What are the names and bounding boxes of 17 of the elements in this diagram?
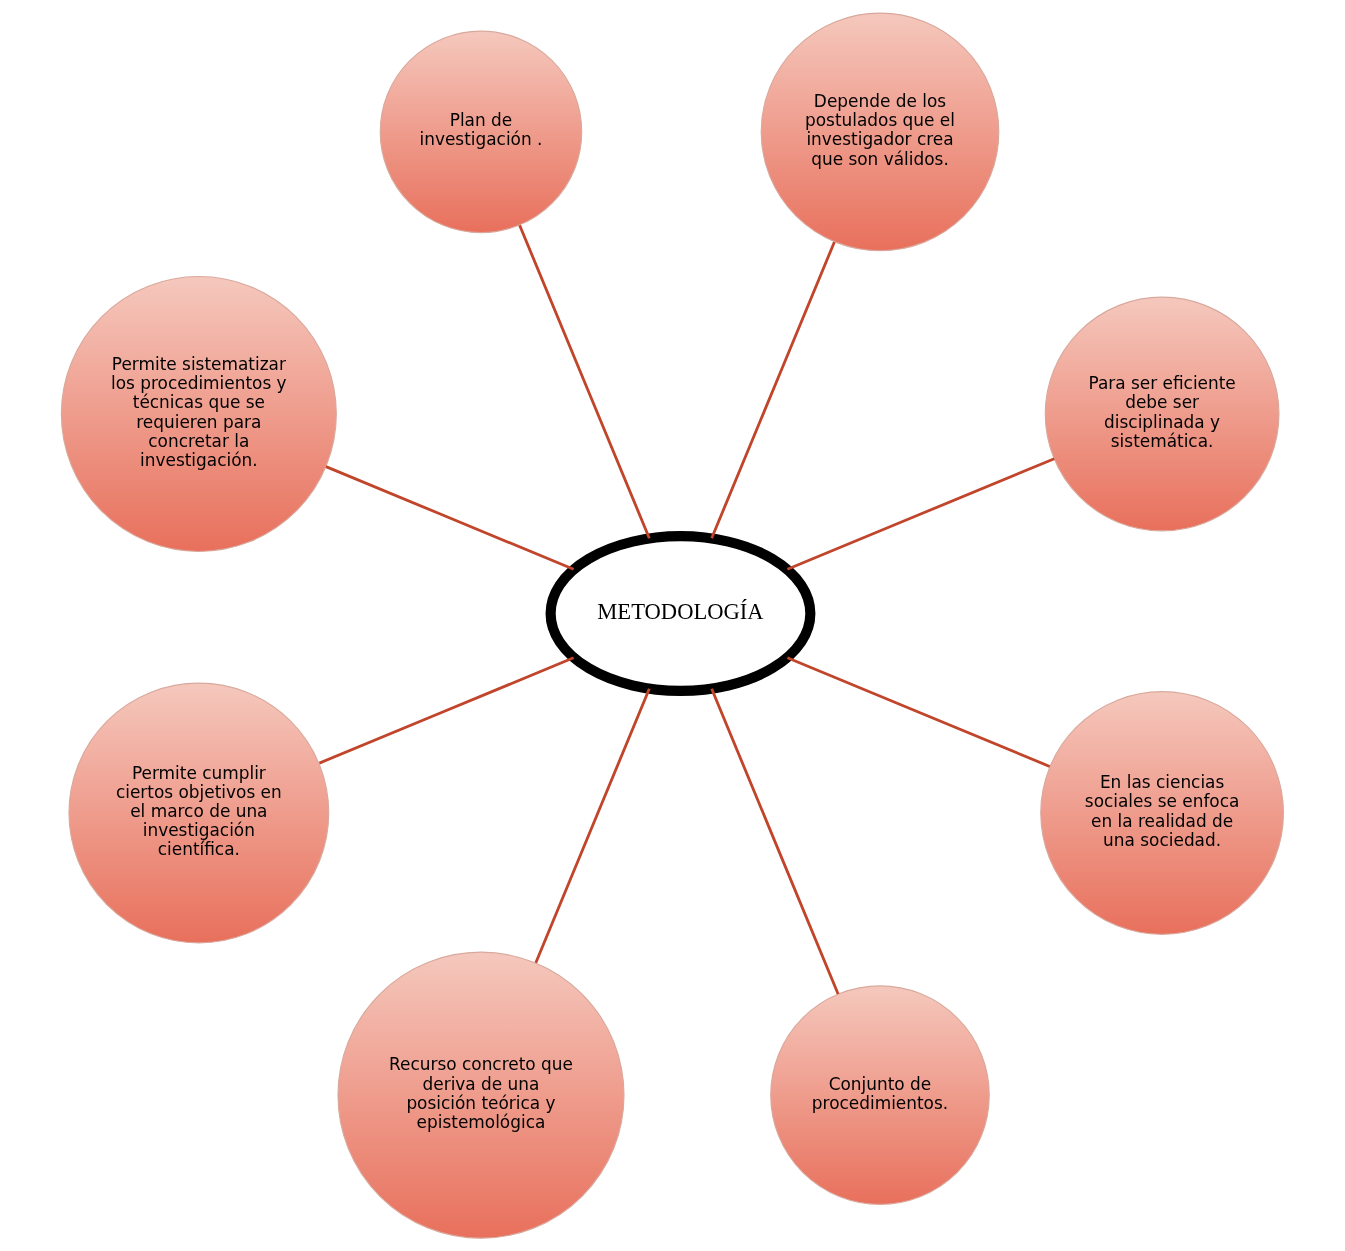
connector <box>786 656 1051 768</box>
connector <box>518 224 651 539</box>
node-ellipse: METODOLOGÍA <box>545 531 816 696</box>
node-circle: Plan de investigación . <box>379 30 583 234</box>
node-circle: Recurso concreto que deriva de una posición teórica y epistemológica <box>337 951 625 1239</box>
node-circle: Depende de los postulados que el investigador crea que son válidos. <box>760 12 1000 252</box>
connector <box>710 688 840 995</box>
connector <box>325 465 575 571</box>
node-circle: Conjunto de procedimientos. <box>770 985 990 1205</box>
node-circle: Permite sistematizar los procedimientos y técnicas que se requieren para concretar la investigación. <box>60 276 337 553</box>
node-circle: Permite cumplir ciertos objetivos en el marco de una investigación científica. <box>68 682 330 944</box>
connector <box>534 688 651 964</box>
connector <box>318 656 575 765</box>
connector <box>786 457 1055 571</box>
node-circle: En las ciencias sociales se enfoca en la realidad de una sociedad. <box>1040 691 1285 935</box>
connector <box>710 241 836 539</box>
node-circle: Para ser eficiente debe ser disciplinada y sistemática. <box>1044 296 1280 532</box>
